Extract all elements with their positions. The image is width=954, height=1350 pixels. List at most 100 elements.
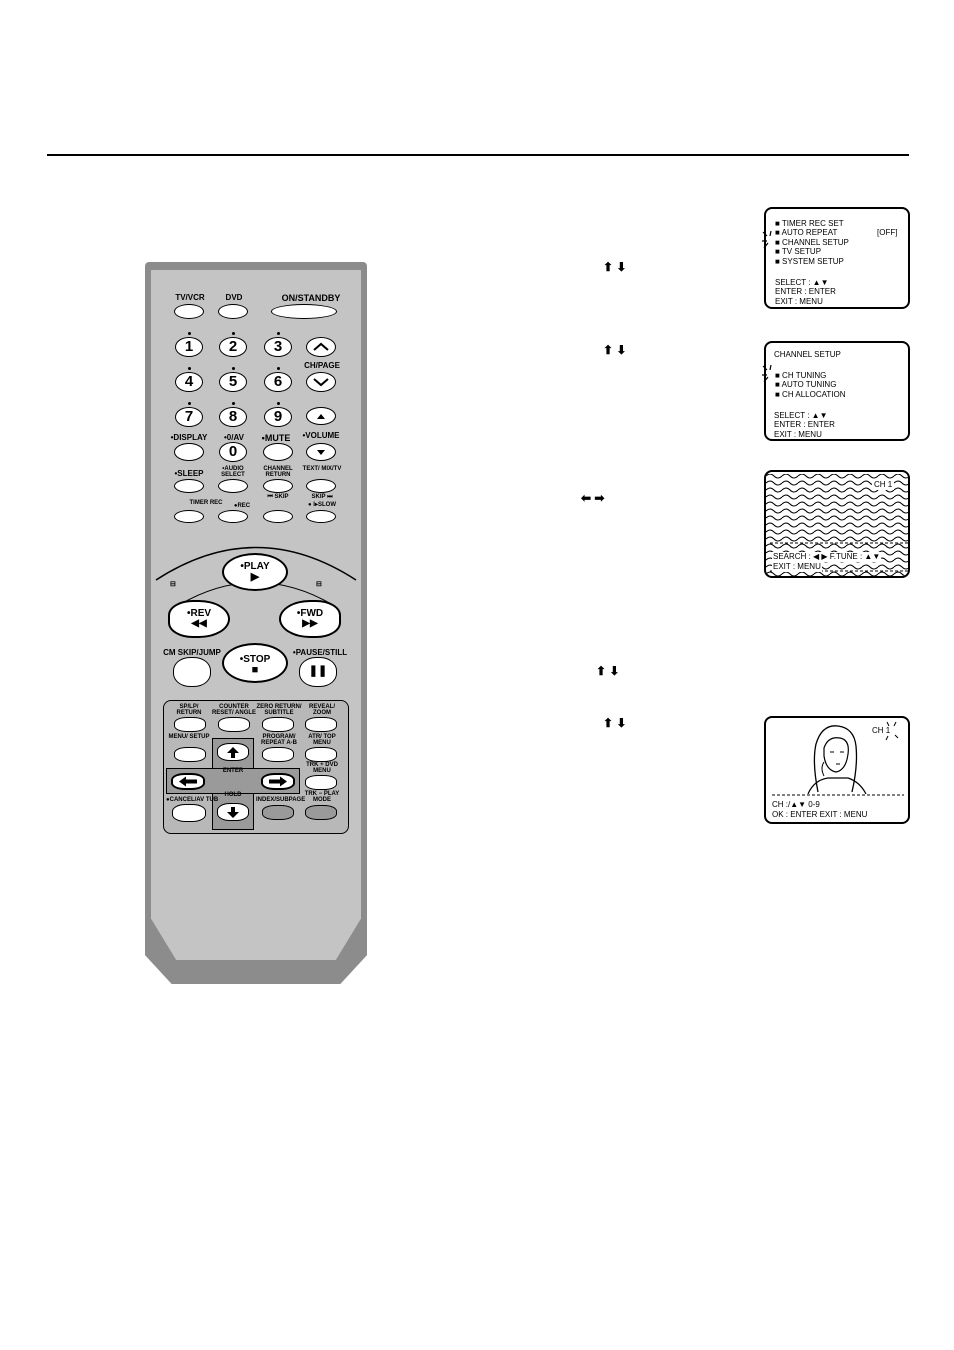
trk-plus-label: TRK + DVD MENU (306, 762, 338, 774)
updown-arrows-3: ⬆ ⬇ (596, 664, 620, 678)
exit-hint: EXIT : MENU (774, 430, 822, 439)
ch-up-button[interactable] (306, 337, 336, 357)
chevron-up-icon (313, 342, 329, 351)
digit-5-button[interactable]: 5 (219, 372, 247, 392)
cancel-button[interactable] (172, 804, 206, 822)
index-subpage-button[interactable] (262, 805, 294, 820)
search-hint: SEARCH : ◀ ▶ F.TUNE : ▲▼ (772, 552, 882, 562)
divider (772, 794, 904, 796)
cm-skip-button[interactable] (173, 657, 211, 687)
cm-skip-label: CM SKIP/JUMP (163, 648, 221, 657)
select-hint: SELECT : ▲▼ (774, 411, 828, 420)
auto-repeat-value: [OFF] (877, 228, 898, 237)
atr-top-menu-button[interactable] (305, 747, 337, 762)
pause-icon: ❚❚ (308, 665, 328, 677)
header-rule (47, 154, 909, 156)
digit-9-button[interactable]: 9 (264, 407, 292, 427)
digit-0-button[interactable]: 0 (219, 442, 247, 462)
rewind-icon: ◀◀ (191, 618, 207, 629)
rec-label: ●REC (233, 503, 251, 509)
skip-back-label: ⏮ SKIP (267, 494, 289, 500)
triangle-up-icon (317, 414, 325, 419)
rev-button[interactable]: •REV ◀◀ (168, 600, 230, 638)
hold-label: HOLD (224, 792, 242, 798)
digit-8-button[interactable]: 8 (219, 407, 247, 427)
counter-reset-label: COUNTER RESET/ ANGLE (211, 704, 257, 716)
rec-button[interactable] (218, 510, 248, 523)
skip-back-button[interactable] (263, 510, 293, 523)
updown-arrows-4: ⬆ ⬇ (603, 716, 627, 730)
flash-icon (885, 721, 899, 741)
menu-setup-button[interactable] (174, 747, 206, 762)
volume-up-button[interactable] (306, 407, 336, 425)
trk-minus-button[interactable] (305, 805, 337, 820)
menu-item: ■ TV SETUP (775, 247, 822, 256)
triangle-down-icon (317, 450, 325, 455)
display-label: •DISPLAY (170, 433, 208, 442)
counter-reset-button[interactable] (218, 717, 250, 732)
stop-label: •STOP (239, 654, 271, 665)
left-button[interactable] (171, 773, 205, 790)
audio-select-button[interactable] (218, 479, 248, 493)
sleep-button[interactable] (174, 479, 204, 493)
display-button[interactable] (174, 443, 204, 461)
arrow-down-icon (227, 807, 239, 818)
arrow-right-icon (269, 776, 287, 787)
menu-item: ■ CH ALLOCATION (775, 390, 846, 399)
volume-down-button[interactable] (306, 443, 336, 461)
up-button[interactable] (217, 743, 249, 761)
timer-rec-label: TIMER REC (189, 500, 223, 506)
fwd-button[interactable]: •FWD ▶▶ (279, 600, 341, 638)
tv-vcr-button[interactable] (174, 304, 204, 319)
fast-forward-icon: ▶▶ (302, 618, 318, 629)
zero-return-button[interactable] (262, 717, 294, 732)
updown-arrows-1: ⬆ ⬇ (603, 260, 627, 274)
rev-label: •REV (186, 608, 212, 619)
atr-top-menu-label: ATR/ TOP MENU (308, 734, 336, 746)
ch-hint: CH :/▲▼ 0-9 (772, 800, 820, 809)
digit-1-button[interactable]: 1 (175, 337, 203, 357)
stop-icon: ■ (251, 664, 259, 676)
pause-still-label: •PAUSE/STILL (292, 648, 348, 657)
digit-7-button[interactable]: 7 (175, 407, 203, 427)
digit-3-button[interactable]: 3 (264, 337, 292, 357)
menu-screen: ■ TIMER REC SET ■ AUTO REPEAT [OFF] ■ CH… (762, 207, 910, 309)
reveal-zoom-button[interactable] (305, 717, 337, 732)
menu-item: ■ CHANNEL SETUP (775, 238, 849, 247)
ch-page-label: CH/PAGE (304, 361, 340, 370)
skip-fwd-button[interactable] (306, 510, 336, 523)
ch-tuning-screen: CH 1 SEARCH : ◀ ▶ F.TUNE : ▲▼ EXIT : MEN… (764, 470, 910, 578)
right-button[interactable] (261, 773, 295, 790)
ok-hint: OK : ENTER EXIT : MENU (772, 810, 868, 819)
play-icon: ▶ (250, 571, 260, 583)
down-button[interactable] (217, 803, 249, 821)
audio-select-label: •AUDIO SELECT (221, 466, 245, 478)
reveal-zoom-label: REVEAL/ ZOOM (308, 704, 335, 716)
digit-6-button[interactable]: 6 (264, 372, 292, 392)
program-repeat-button[interactable] (262, 747, 294, 762)
pause-still-button[interactable]: ❚❚ (299, 657, 337, 687)
mute-button[interactable] (263, 443, 293, 461)
text-mix-tv-button[interactable] (306, 479, 336, 493)
exit-hint: EXIT : MENU (775, 297, 823, 306)
channel-return-button[interactable] (263, 479, 293, 493)
skip-fwd-label: SKIP ⏭ (311, 494, 333, 500)
ch-down-button[interactable] (306, 372, 336, 392)
trk-plus-button[interactable] (305, 775, 337, 790)
arrow-up-icon (227, 747, 239, 758)
dvd-button[interactable] (218, 304, 248, 319)
on-standby-button[interactable] (271, 304, 337, 319)
play-button[interactable]: •PLAY ▶ (222, 553, 288, 591)
digit-4-button[interactable]: 4 (175, 372, 203, 392)
sp-lp-return-label: SP/LP/ RETURN (176, 704, 202, 716)
woman-illustration (807, 725, 867, 794)
arrow-left-icon (179, 776, 197, 787)
timer-rec-button[interactable] (174, 510, 204, 523)
sp-lp-return-button[interactable] (174, 717, 206, 732)
stop-button[interactable]: •STOP ■ (222, 643, 288, 683)
leftright-arrows: ⬅ ➡ (581, 491, 605, 505)
dvd-icon-left: ⊟ (170, 581, 176, 588)
channel-number: CH 1 (872, 726, 891, 735)
digit-2-button[interactable]: 2 (219, 337, 247, 357)
exit-hint: EXIT : MENU (772, 562, 822, 572)
